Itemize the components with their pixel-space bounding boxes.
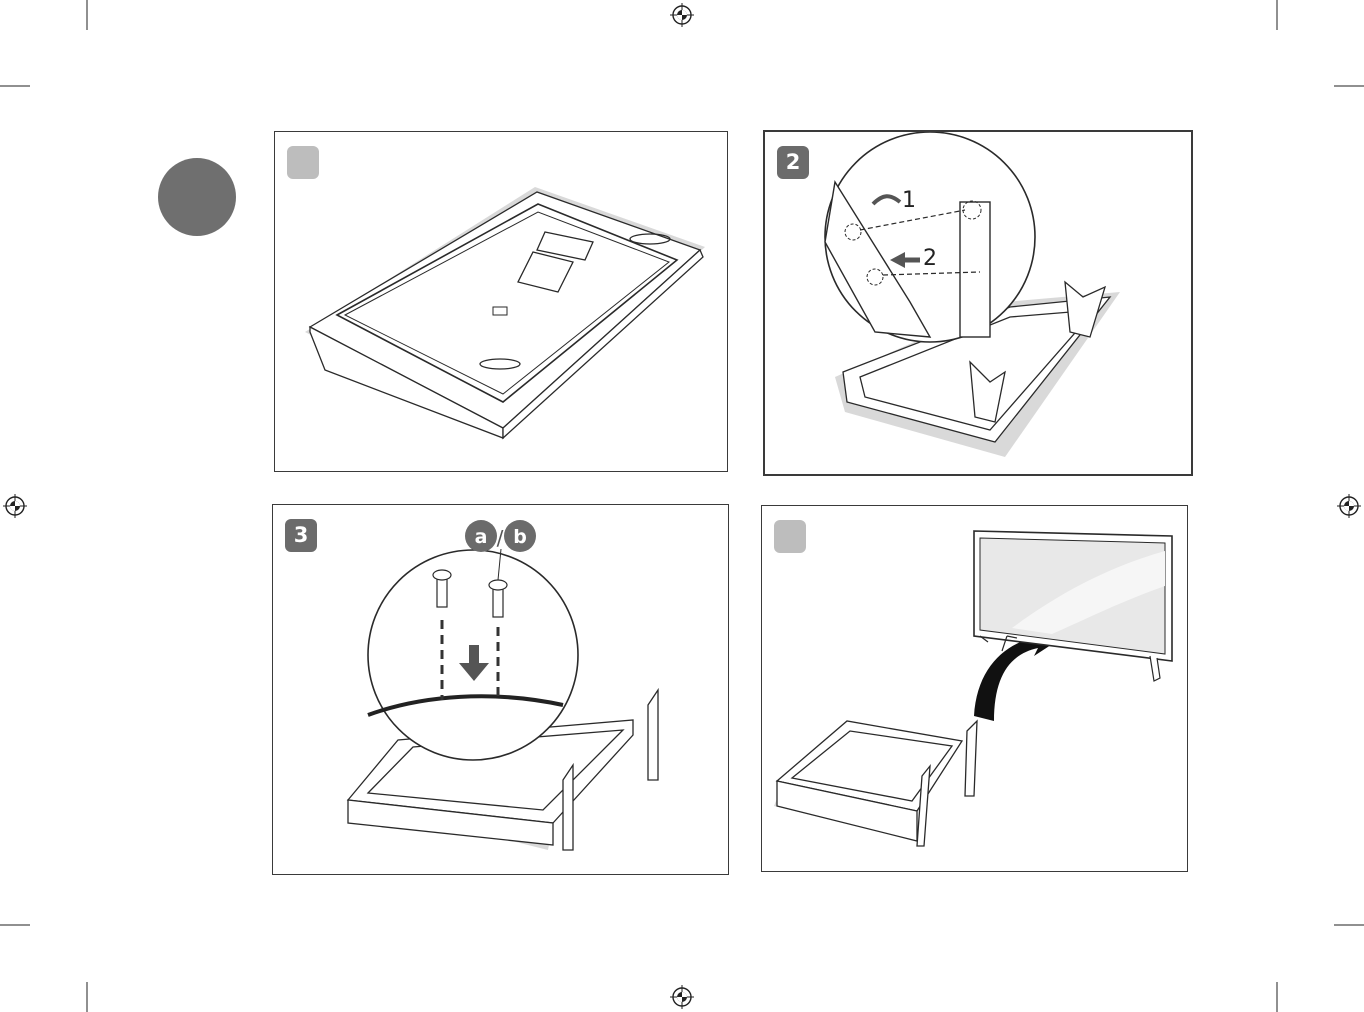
step-3-panel: a b / 3 (272, 504, 729, 875)
step-number-badge: 3 (285, 519, 317, 552)
step-number-badge (774, 520, 806, 553)
step-number-badge: 2 (777, 146, 809, 179)
section-marker-icon (158, 158, 236, 236)
lift-tv-upright-illustration (762, 506, 1187, 871)
screw-label-b: b (513, 526, 527, 548)
registration-mark-icon (1337, 494, 1361, 518)
callout-label: 1 (902, 188, 916, 213)
step-1-panel (274, 131, 728, 472)
attach-stand-illustration: 1 2 (765, 132, 1191, 474)
callout-label: 2 (923, 246, 937, 271)
step-2-panel: 1 2 2 (763, 130, 1193, 476)
registration-mark-icon (670, 3, 694, 27)
tv-face-down-in-box-illustration (275, 132, 727, 471)
step-4-panel (761, 505, 1188, 872)
label-separator: / (497, 526, 504, 550)
registration-mark-icon (670, 985, 694, 1009)
screw-label-a: a (475, 526, 488, 548)
registration-mark-icon (3, 494, 27, 518)
fasten-screws-illustration: a b / (273, 505, 728, 874)
step-number-badge (287, 146, 319, 179)
